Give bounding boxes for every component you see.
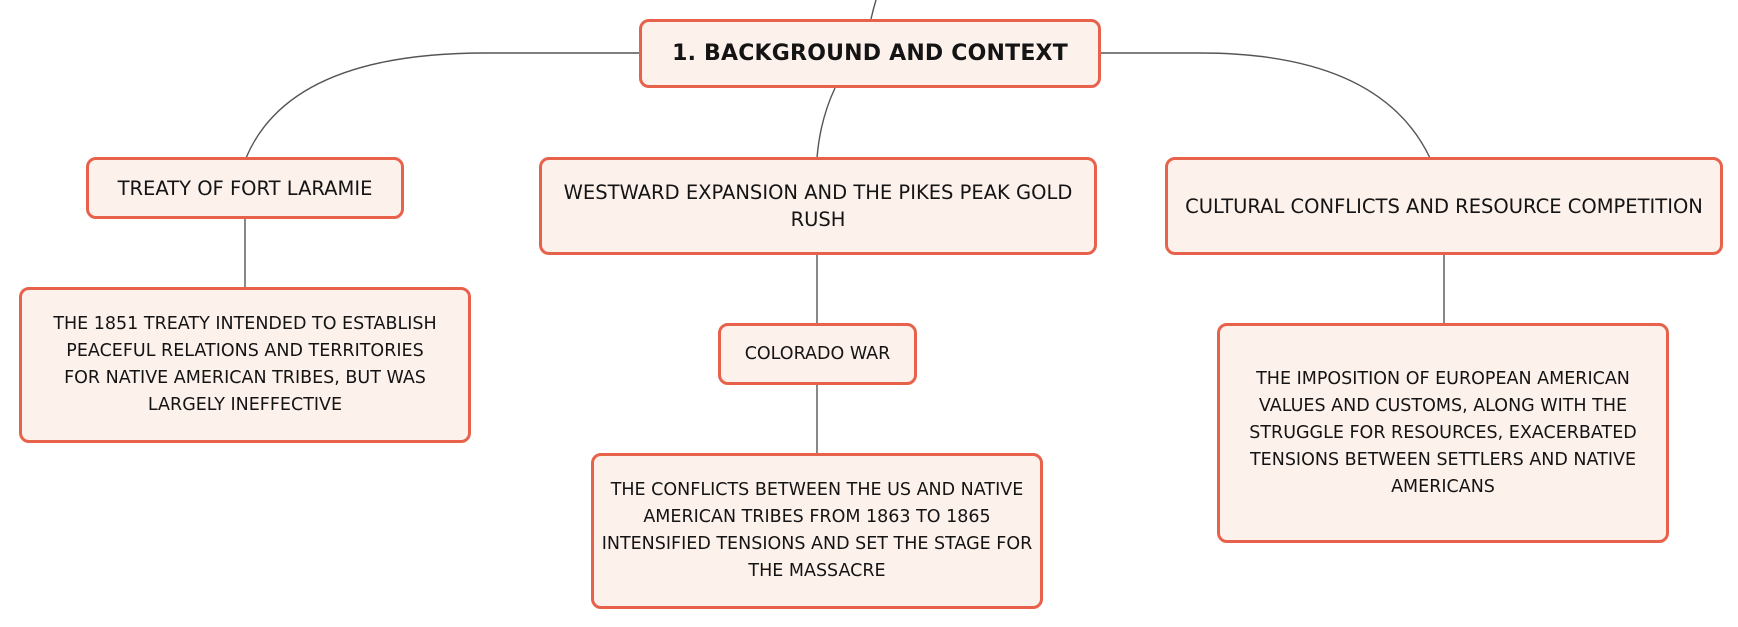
subtopic-node-colorado-war[interactable]: COLORADO WAR — [718, 323, 917, 385]
root-node[interactable]: 1. BACKGROUND AND CONTEXT — [639, 19, 1101, 88]
detail-text-colorado-war: THE CONFLICTS BETWEEN THE US AND NATIVE … — [601, 480, 1033, 581]
detail-text-cultural: THE IMPOSITION OF EUROPEAN AMERICAN VALU… — [1249, 368, 1637, 497]
connector-root-to-westward — [816, 87, 836, 159]
branch-node-westward[interactable]: WESTWARD EXPANSION AND THE PIKES PEAK GO… — [539, 157, 1097, 255]
connector-parent-to-root — [870, 0, 877, 20]
branch-node-cultural[interactable]: CULTURAL CONFLICTS AND RESOURCE COMPETIT… — [1165, 157, 1723, 255]
branch-node-treaty[interactable]: TREATY OF FORT LARAMIE — [86, 157, 404, 219]
detail-node-cultural[interactable]: THE IMPOSITION OF EUROPEAN AMERICAN VALU… — [1217, 323, 1669, 543]
detail-text-treaty: THE 1851 TREATY INTENDED TO ESTABLISH PE… — [53, 314, 437, 415]
detail-node-treaty[interactable]: THE 1851 TREATY INTENDED TO ESTABLISH PE… — [19, 287, 471, 443]
connector-root-to-cultural — [1100, 52, 1431, 159]
connector-root-to-treaty — [245, 52, 640, 159]
subtopic-label-colorado-war: COLORADO WAR — [744, 343, 891, 364]
branch-label-cultural: CULTURAL CONFLICTS AND RESOURCE COMPETIT… — [1185, 194, 1703, 218]
branch-label-treaty: TREATY OF FORT LARAMIE — [117, 176, 373, 200]
branch-label-westward: WESTWARD EXPANSION AND THE PIKES PEAK GO… — [563, 181, 1073, 231]
detail-node-colorado-war[interactable]: THE CONFLICTS BETWEEN THE US AND NATIVE … — [591, 453, 1043, 609]
root-label: 1. BACKGROUND AND CONTEXT — [672, 41, 1068, 66]
